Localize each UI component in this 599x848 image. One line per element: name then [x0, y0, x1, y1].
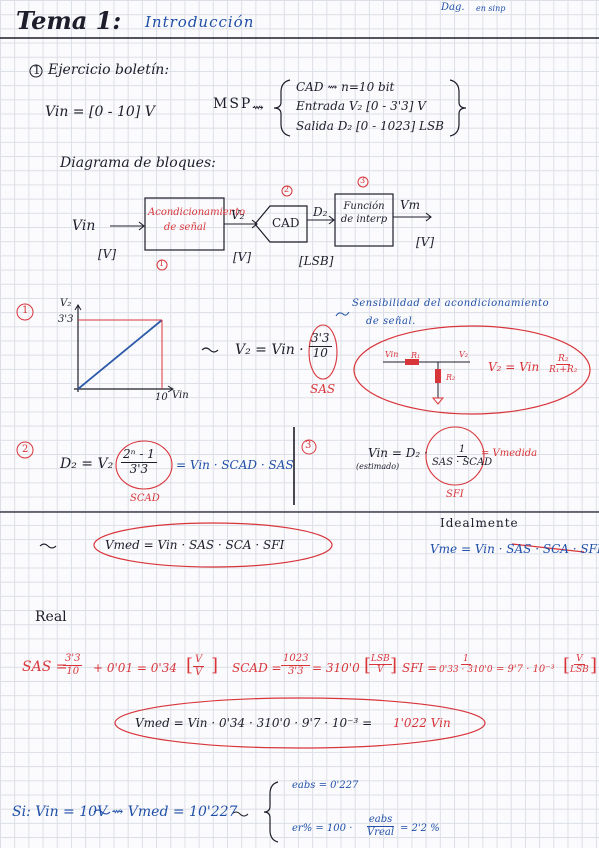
cad-number: 2 — [284, 185, 290, 194]
scad-real-lhs: SCAD = — [232, 661, 282, 675]
ideal-eq: Vme = Vin · SAS · SCA · SFI — [430, 542, 599, 556]
step1-number: 1 — [22, 305, 29, 316]
si-lhs: Si: Vin = 10V ⇝ Vmed = 10'227 — [12, 804, 238, 820]
diagram-v2-unit: [V] — [233, 250, 252, 264]
tema-label: Tema 1: — [16, 6, 122, 35]
final-eq: Vmed = Vin · 0'34 · 310'0 · 9'7 · 10⁻³ = — [135, 716, 373, 730]
step3-estimado: (estimado) — [356, 462, 400, 471]
exercise-number-circle — [29, 64, 43, 78]
graph-line — [77, 319, 163, 390]
diagram-vin-unit: [V] — [98, 247, 117, 261]
resistor-r1 — [405, 359, 419, 365]
circuit-r2: R₂ — [446, 373, 456, 382]
sfi-label: SFI — [446, 489, 464, 500]
scad-circle — [115, 440, 173, 490]
sensibilidad-text-2: de señal. — [366, 316, 416, 327]
sfi-real-fraction: 1 0'33 · 310'0 — [439, 654, 493, 676]
step1-fraction: 3'3 10 — [309, 331, 332, 360]
graph-x-tick: 10 — [155, 392, 168, 403]
sensibilidad-text: Sensibilidad del acondicionamiento — [352, 298, 550, 309]
sfi-real-unit: V LSB — [570, 654, 589, 676]
divider-eq: V₂ = Vin — [488, 360, 540, 374]
cad-label: CAD — [272, 216, 300, 230]
exercise-label: Ejercicio boletín: — [48, 62, 170, 78]
sas-circle — [308, 324, 338, 380]
sas-real-lhs: SAS = — [22, 659, 68, 675]
circuit-v2: V₂ — [459, 350, 468, 359]
block-interp — [334, 193, 394, 247]
vmed-eq: Vmed = Vin · SAS · SCA · SFI — [105, 538, 285, 552]
graph-y-tick: 3'3 — [58, 314, 74, 325]
step2-number: 2 — [22, 444, 29, 455]
scad-real-rhs: = 310'0 — [312, 661, 360, 675]
si-brace — [263, 781, 279, 843]
si-erel-lhs: er% = 100 · — [292, 823, 353, 834]
divider-ellipse — [353, 325, 591, 415]
msp-entrada: Entrada V₂ [0 - 3'3] V — [296, 99, 426, 113]
block3-label: Función de interp — [340, 201, 388, 225]
msp-salida: Salida D₂ [0 - 1023] LSB — [296, 119, 444, 133]
step1-eq-lhs: V₂ = Vin · — [235, 342, 304, 358]
step2-rhs: = Vin · SCAD · SAS — [176, 458, 294, 472]
step3-rhs: = Vmedida — [481, 448, 538, 459]
page-title: Introducción — [145, 13, 255, 31]
course-sub: en sinp — [476, 4, 506, 13]
step2-lhs: D₂ = V₂ — [60, 456, 114, 472]
msp-arrow: ⇝ — [252, 100, 264, 116]
block1-label: Acondicionamiento de señal — [148, 207, 246, 233]
vmed-ellipse — [93, 522, 333, 568]
diagram-vm: Vm — [400, 198, 421, 212]
msp-label: MSP — [213, 96, 253, 112]
block1-number: 1 — [159, 259, 165, 268]
msp-right-brace — [449, 79, 467, 137]
msp-cad: CAD ⇝ n=10 bit — [296, 80, 395, 94]
diagram-vm-unit: [V] — [416, 235, 435, 249]
graph-y-label: V₂ — [60, 298, 72, 309]
vin-range: Vin = [0 - 10] V — [45, 104, 155, 120]
ideal-strike — [511, 543, 585, 553]
course-label: Dag. — [441, 2, 465, 13]
diagram-vin: Vin — [72, 218, 96, 234]
step3-fraction: 1 SAS · SCAD — [432, 444, 493, 468]
sas-real-unit: V V — [193, 654, 205, 678]
ground-symbol — [431, 397, 445, 405]
diagram-d2: D₂ — [313, 205, 328, 219]
sfi-real-lhs: SFI = — [402, 661, 438, 675]
diagram-title: Diagrama de bloques: — [60, 155, 216, 171]
exercise-number: 1 — [33, 63, 41, 77]
sfi-real-rhs: = 9'7 · 10⁻³ — [496, 664, 555, 675]
graph-x-label: Vin — [172, 390, 189, 401]
diagram-v2: V₂ — [231, 208, 245, 222]
circuit-vin: Vin — [385, 350, 399, 359]
scad-label: SCAD — [130, 493, 160, 504]
si-eabs: eabs = 0'227 — [292, 780, 359, 791]
resistor-r2 — [435, 369, 441, 383]
msp-left-brace — [273, 79, 291, 137]
circuit-r1: R₁ — [411, 351, 421, 360]
step2-fraction: 2ⁿ - 1 3'3 — [121, 447, 157, 476]
sas-label: SAS — [310, 382, 336, 396]
si-erel-fraction: eabs Vreal — [366, 814, 395, 838]
step3-lhs: Vin = D₂ · — [368, 446, 428, 460]
step3-number: 3 — [305, 440, 312, 451]
final-ellipse — [114, 697, 486, 749]
divider-fraction: R₂ R₁+R₂ — [549, 354, 578, 376]
idealmente-label: Idealmente — [440, 516, 519, 530]
sas-real-fraction: 3'3 10 — [63, 653, 83, 677]
block-cad — [254, 205, 308, 243]
diagram-d2-unit: [LSB] — [299, 254, 334, 268]
scad-real-unit: LSB V — [369, 654, 392, 676]
sas-real-rhs: + 0'01 = 0'34 — [93, 661, 177, 675]
si-erel-rhs: = 2'2 % — [400, 823, 440, 834]
block3-number: 3 — [360, 176, 366, 185]
final-value: 1'022 Vin — [393, 716, 451, 730]
scad-real-fraction: 1023 3'3 — [281, 653, 311, 677]
real-label: Real — [35, 609, 67, 625]
sfi-circle — [425, 426, 485, 486]
